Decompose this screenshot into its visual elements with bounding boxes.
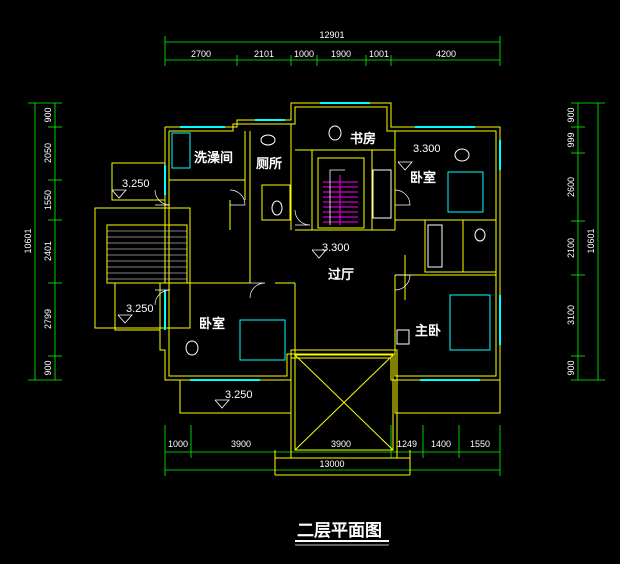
- bed-master: [449, 294, 491, 351]
- dim-bottom-seg-3: 3900: [331, 439, 351, 449]
- dim-bottom-seg-6: 1550: [470, 439, 490, 449]
- fixtures: [171, 125, 491, 361]
- bed-ne: [447, 171, 484, 213]
- dim-bottom-seg-5: 1400: [431, 439, 451, 449]
- room-label-master: 主卧: [415, 323, 441, 339]
- dim-left-seg-3: 1550: [43, 190, 53, 210]
- dim-left-seg-2: 2050: [43, 143, 53, 163]
- dim-top-seg-1: 2700: [191, 49, 211, 59]
- terrace-stair-treads: [107, 230, 187, 280]
- room-label-toilet: 厕所: [256, 156, 282, 172]
- door-swings: [154, 189, 411, 306]
- study-toilet: [328, 125, 342, 141]
- ne-toilet: [454, 148, 470, 162]
- dim-top-seg-2: 2101: [254, 49, 274, 59]
- level-balcony-west-top: 3.250: [122, 178, 150, 190]
- level-hall: 3.300: [322, 242, 350, 254]
- dim-top-seg-3: 1000: [294, 49, 314, 59]
- dim-bottom-seg-1: 1000: [168, 439, 188, 449]
- dim-right-seg-2: 999: [566, 132, 576, 147]
- dim-top-seg-4: 1900: [331, 49, 351, 59]
- dim-left-total: 10601: [23, 228, 33, 253]
- toilet-bowl-bath: [260, 134, 276, 146]
- sw-toilet: [185, 340, 199, 356]
- wardrobe-toilet: [474, 228, 486, 242]
- dim-top-seg-5: 1001: [369, 49, 389, 59]
- bathtub: [171, 132, 191, 169]
- toilet-bowl-wc: [271, 200, 283, 216]
- dim-left-seg-6: 900: [43, 360, 53, 375]
- master-nightstand: [396, 329, 410, 345]
- stair-well-outline: [317, 157, 365, 229]
- level-study: 3.300: [413, 143, 441, 155]
- main-stair: [323, 175, 358, 225]
- dim-bottom-seg-2: 3900: [231, 439, 251, 449]
- plan-title: 二层平面图: [297, 521, 382, 541]
- dim-top-seg-6: 4200: [436, 49, 456, 59]
- dim-left-seg-4: 2401: [43, 241, 53, 261]
- walls: [94, 102, 501, 476]
- dim-top-total: 12901: [319, 30, 344, 40]
- room-label-bedroom-sw: 卧室: [199, 316, 225, 332]
- dim-left-seg-1: 900: [43, 107, 53, 122]
- desk-study: [372, 169, 392, 219]
- windows: [164, 102, 501, 381]
- level-markers: [111, 161, 413, 409]
- level-balcony-south: 3.250: [225, 389, 253, 401]
- stair-direction-arrow: [329, 169, 345, 225]
- dim-right-seg-5: 3100: [566, 305, 576, 325]
- dim-bottom-seg-4: 1249: [397, 439, 417, 449]
- dim-right-seg-4: 2100: [566, 238, 576, 258]
- room-label-hall: 过厅: [328, 267, 354, 283]
- dim-right-seg-6: 900: [566, 360, 576, 375]
- dimension-lines: [28, 36, 605, 476]
- room-label-study: 书房: [350, 131, 376, 147]
- wardrobe: [427, 224, 443, 268]
- dim-left-seg-5: 2799: [43, 309, 53, 329]
- dim-right-total: 10601: [586, 228, 596, 253]
- dim-bottom-total: 13000: [319, 459, 344, 469]
- room-label-bathroom: 洗澡间: [194, 150, 233, 166]
- bed-sw: [239, 319, 286, 361]
- room-label-bedroom-ne: 卧室: [410, 170, 436, 186]
- dim-right-seg-1: 900: [566, 107, 576, 122]
- level-balcony-west-mid: 3.250: [126, 303, 154, 315]
- dim-right-seg-3: 2600: [566, 177, 576, 197]
